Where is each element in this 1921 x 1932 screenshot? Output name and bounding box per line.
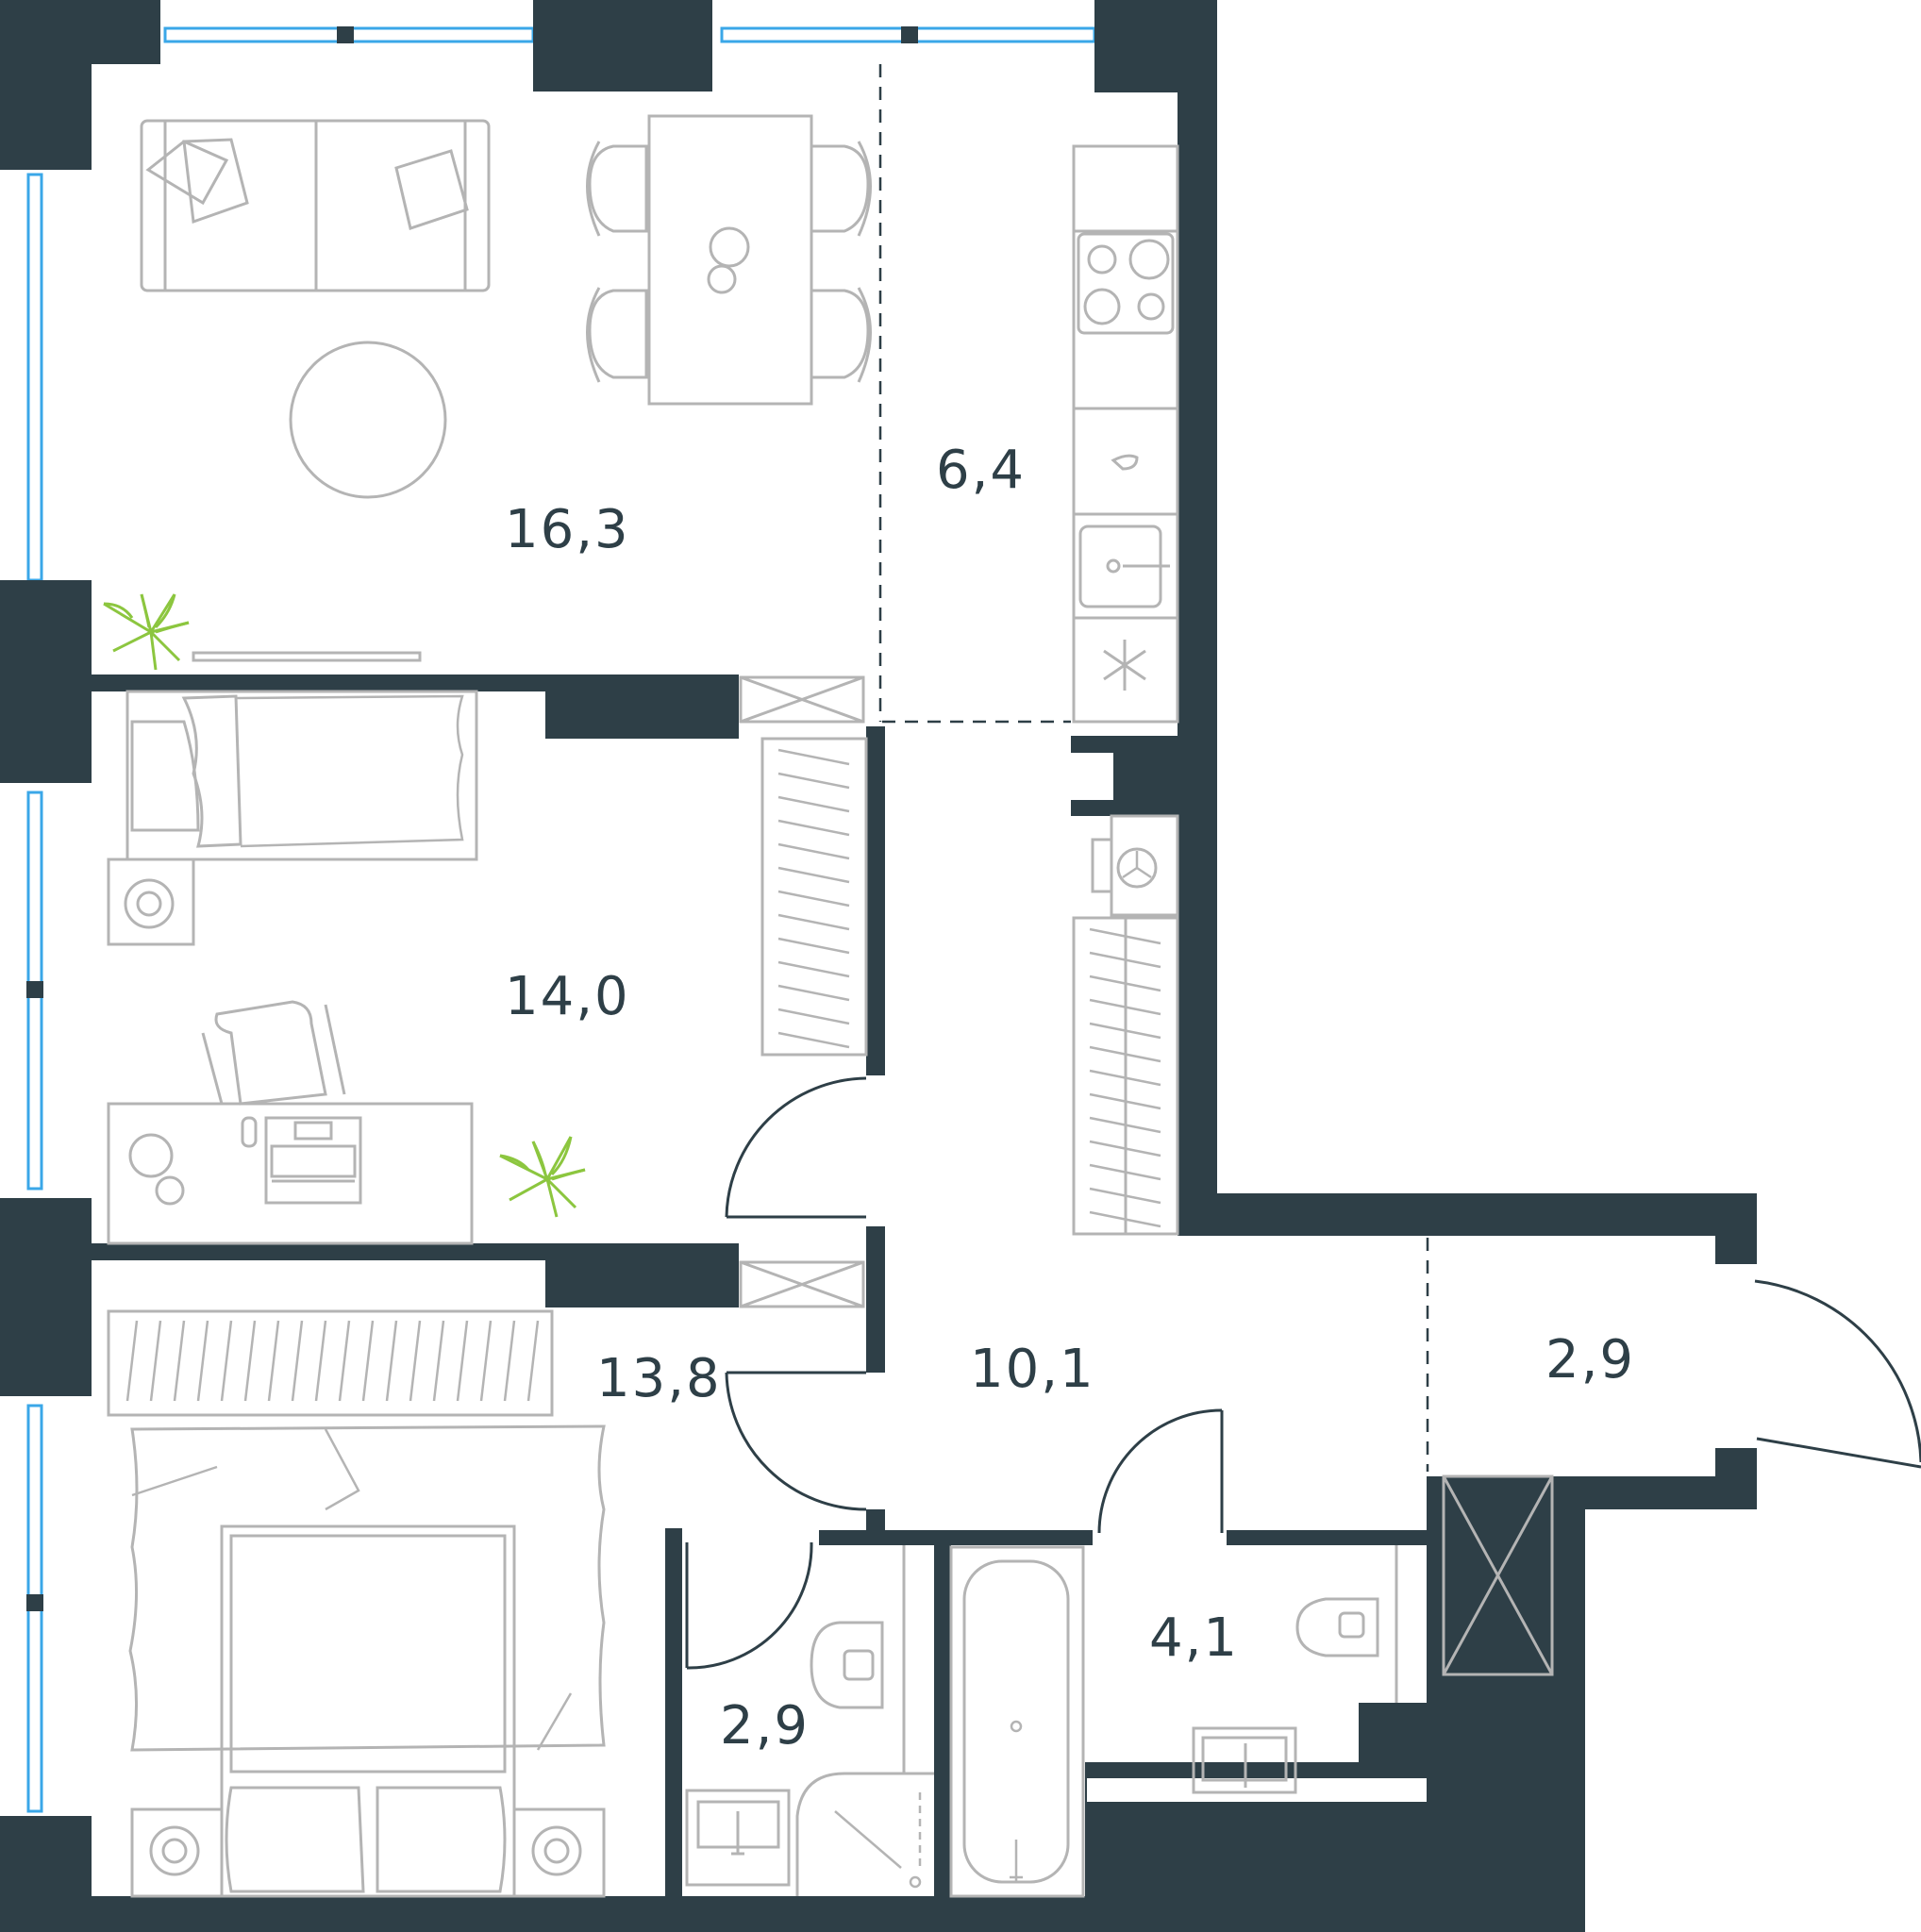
wall-bath-top-3 [1227,1530,1429,1545]
living-furniture [103,114,872,671]
wall-right-outer [1178,1193,1757,1264]
chair-icon [586,141,872,383]
wall-kitchen-niche [1071,736,1178,816]
doors [685,1076,1921,1670]
walls [0,0,1757,1932]
wall-mullion-top-1 [337,26,354,43]
wall-block-bedroom-1 [545,675,739,739]
wall-door-stub-1 [866,1509,885,1533]
office-chair-icon [201,1000,346,1106]
bathroom-small-furniture [685,1545,934,1896]
shelf-entrance-icon [1442,1474,1554,1676]
wall-pillar-top-middle [533,0,712,92]
wall-pillar-left-1 [0,580,92,783]
wall-mullion-left-2 [26,1594,43,1611]
toilet-icon [810,1621,884,1709]
wall-bottom [92,1896,1464,1932]
door-bathroom-small[interactable] [685,1541,813,1670]
window-left-1 [26,173,43,582]
bedroom-small-furniture [107,690,586,1245]
area-bedroom-small: 14,0 [505,966,630,1027]
door-bedroom-master[interactable] [725,1371,867,1511]
area-entrance: 2,9 [1545,1329,1635,1391]
wall-bath-mid [934,1530,951,1896]
plant-icon [103,593,190,671]
wall-shaft [1085,1703,1429,1896]
area-bedroom-master: 13,8 [596,1348,722,1409]
sink-icon [1192,1726,1297,1794]
wall-pillar-left-2 [0,1198,92,1396]
wardrobe-hall-icon [1072,916,1179,1236]
wardrobe-master-icon [107,1309,554,1417]
wardrobe-bedroom-icon [760,737,868,1057]
washing-machine-icon [1091,814,1179,917]
door-entrance[interactable] [1754,1279,1921,1469]
wall-bath-top-2 [951,1530,1093,1545]
bed-single-icon [125,690,478,861]
bed-double-icon [220,1524,516,1898]
wall-corner-top-left [0,0,160,170]
plant-icon [499,1136,586,1218]
wall-hall-vertical-2 [866,1226,885,1373]
bathroom-main-furniture [949,1545,1398,1898]
shelf-cross-icon [739,675,865,1308]
area-bathroom-main: 4,1 [1149,1607,1239,1669]
wall-block-master [545,1243,739,1307]
wall-right-lower [1464,1448,1757,1932]
sink-icon [1078,525,1170,608]
zone-dividers [878,64,1429,1472]
door-bedroom-small[interactable] [725,1076,867,1219]
round-rug-icon [289,341,447,499]
desk-icon [107,1102,474,1245]
wall-bath-left [665,1528,682,1896]
rug-icon [128,1424,606,1752]
wall-bath-right [1427,1476,1464,1932]
wall-pillar-left-3 [0,1816,92,1932]
faucet-icon [1111,454,1139,471]
master-bedroom-furniture [128,1424,606,1898]
door-bathroom-main[interactable] [1097,1408,1224,1534]
sink-icon [685,1789,791,1887]
kitchen-counter-icon [1072,144,1179,724]
wall-mullion-top-2 [901,26,918,43]
area-kitchen: 6,4 [936,440,1026,501]
nightstand-icon [130,1807,606,1898]
area-living-room: 16,3 [505,499,630,560]
wardrobes [107,675,1554,1676]
bathtub-icon [949,1545,1085,1898]
wall-mullion-left-1 [26,981,43,998]
nightstand-icon [107,858,195,946]
shower-icon [795,1772,934,1896]
snowflake-icon [1103,640,1146,691]
tv-stand-icon [192,651,422,662]
area-labels: 16,3 6,4 14,0 13,8 10,1 2,9 2,9 4,1 [505,440,1635,1757]
dining-table-icon [647,114,813,406]
area-hallway: 10,1 [970,1339,1095,1400]
kitchen-furniture [1072,144,1179,724]
area-bathroom-small: 2,9 [720,1695,810,1757]
wall-hall-vertical-1 [866,726,885,1075]
sofa-icon [140,119,491,292]
stove-icon [1077,232,1175,335]
wall-corner-top-right [1094,0,1217,1193]
toilet-icon [1295,1597,1379,1657]
